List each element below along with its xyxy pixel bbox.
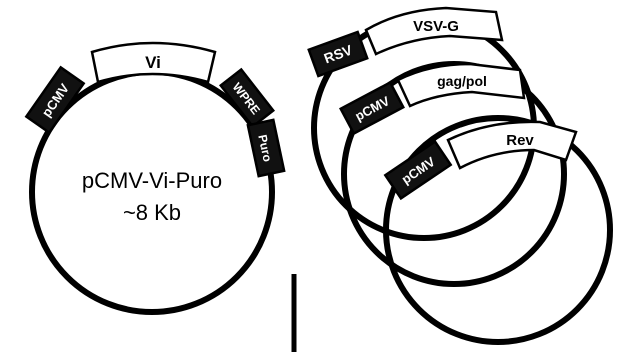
- pcmv-block-left: [24, 65, 86, 135]
- vsvg-label: VSV-G: [413, 18, 459, 35]
- gagpol-label: gag/pol: [437, 73, 487, 89]
- feature-puro: Puro: [246, 118, 286, 178]
- helper-plasmids: RSV VSV-G pCMV gag/pol pCMV Rev: [307, 6, 613, 345]
- vi-label: Vi: [145, 53, 161, 72]
- rev-label: Rev: [506, 132, 534, 149]
- left-plasmid: pCMV Vi WPRE Puro pCMV-Vi-Puro ~8 Kb: [24, 41, 286, 315]
- feature-vsvg: VSV-G: [364, 6, 504, 56]
- left-plasmid-name: pCMV-Vi-Puro: [82, 168, 222, 193]
- pcmv-block-3: [383, 139, 453, 201]
- feature-gagpol: gag/pol: [396, 62, 526, 108]
- gagpol-block: [396, 62, 526, 108]
- feature-vi: Vi: [90, 41, 217, 84]
- rev-block: [446, 120, 578, 170]
- feature-rev: Rev: [446, 120, 578, 170]
- wpre-block: [218, 67, 276, 129]
- vsvg-block: [364, 6, 504, 56]
- feature-rsv: RSV: [307, 30, 369, 78]
- rsv-block: [307, 30, 369, 78]
- vi-block: [90, 41, 217, 84]
- puro-label: Puro: [255, 133, 274, 163]
- feature-pcmv-2: pCMV: [339, 80, 405, 136]
- puro-block: [246, 118, 286, 178]
- helper-plasmid-3-backbone: [383, 115, 613, 345]
- pcmv-block-2: [339, 80, 405, 136]
- left-plasmid-size: ~8 Kb: [123, 200, 181, 225]
